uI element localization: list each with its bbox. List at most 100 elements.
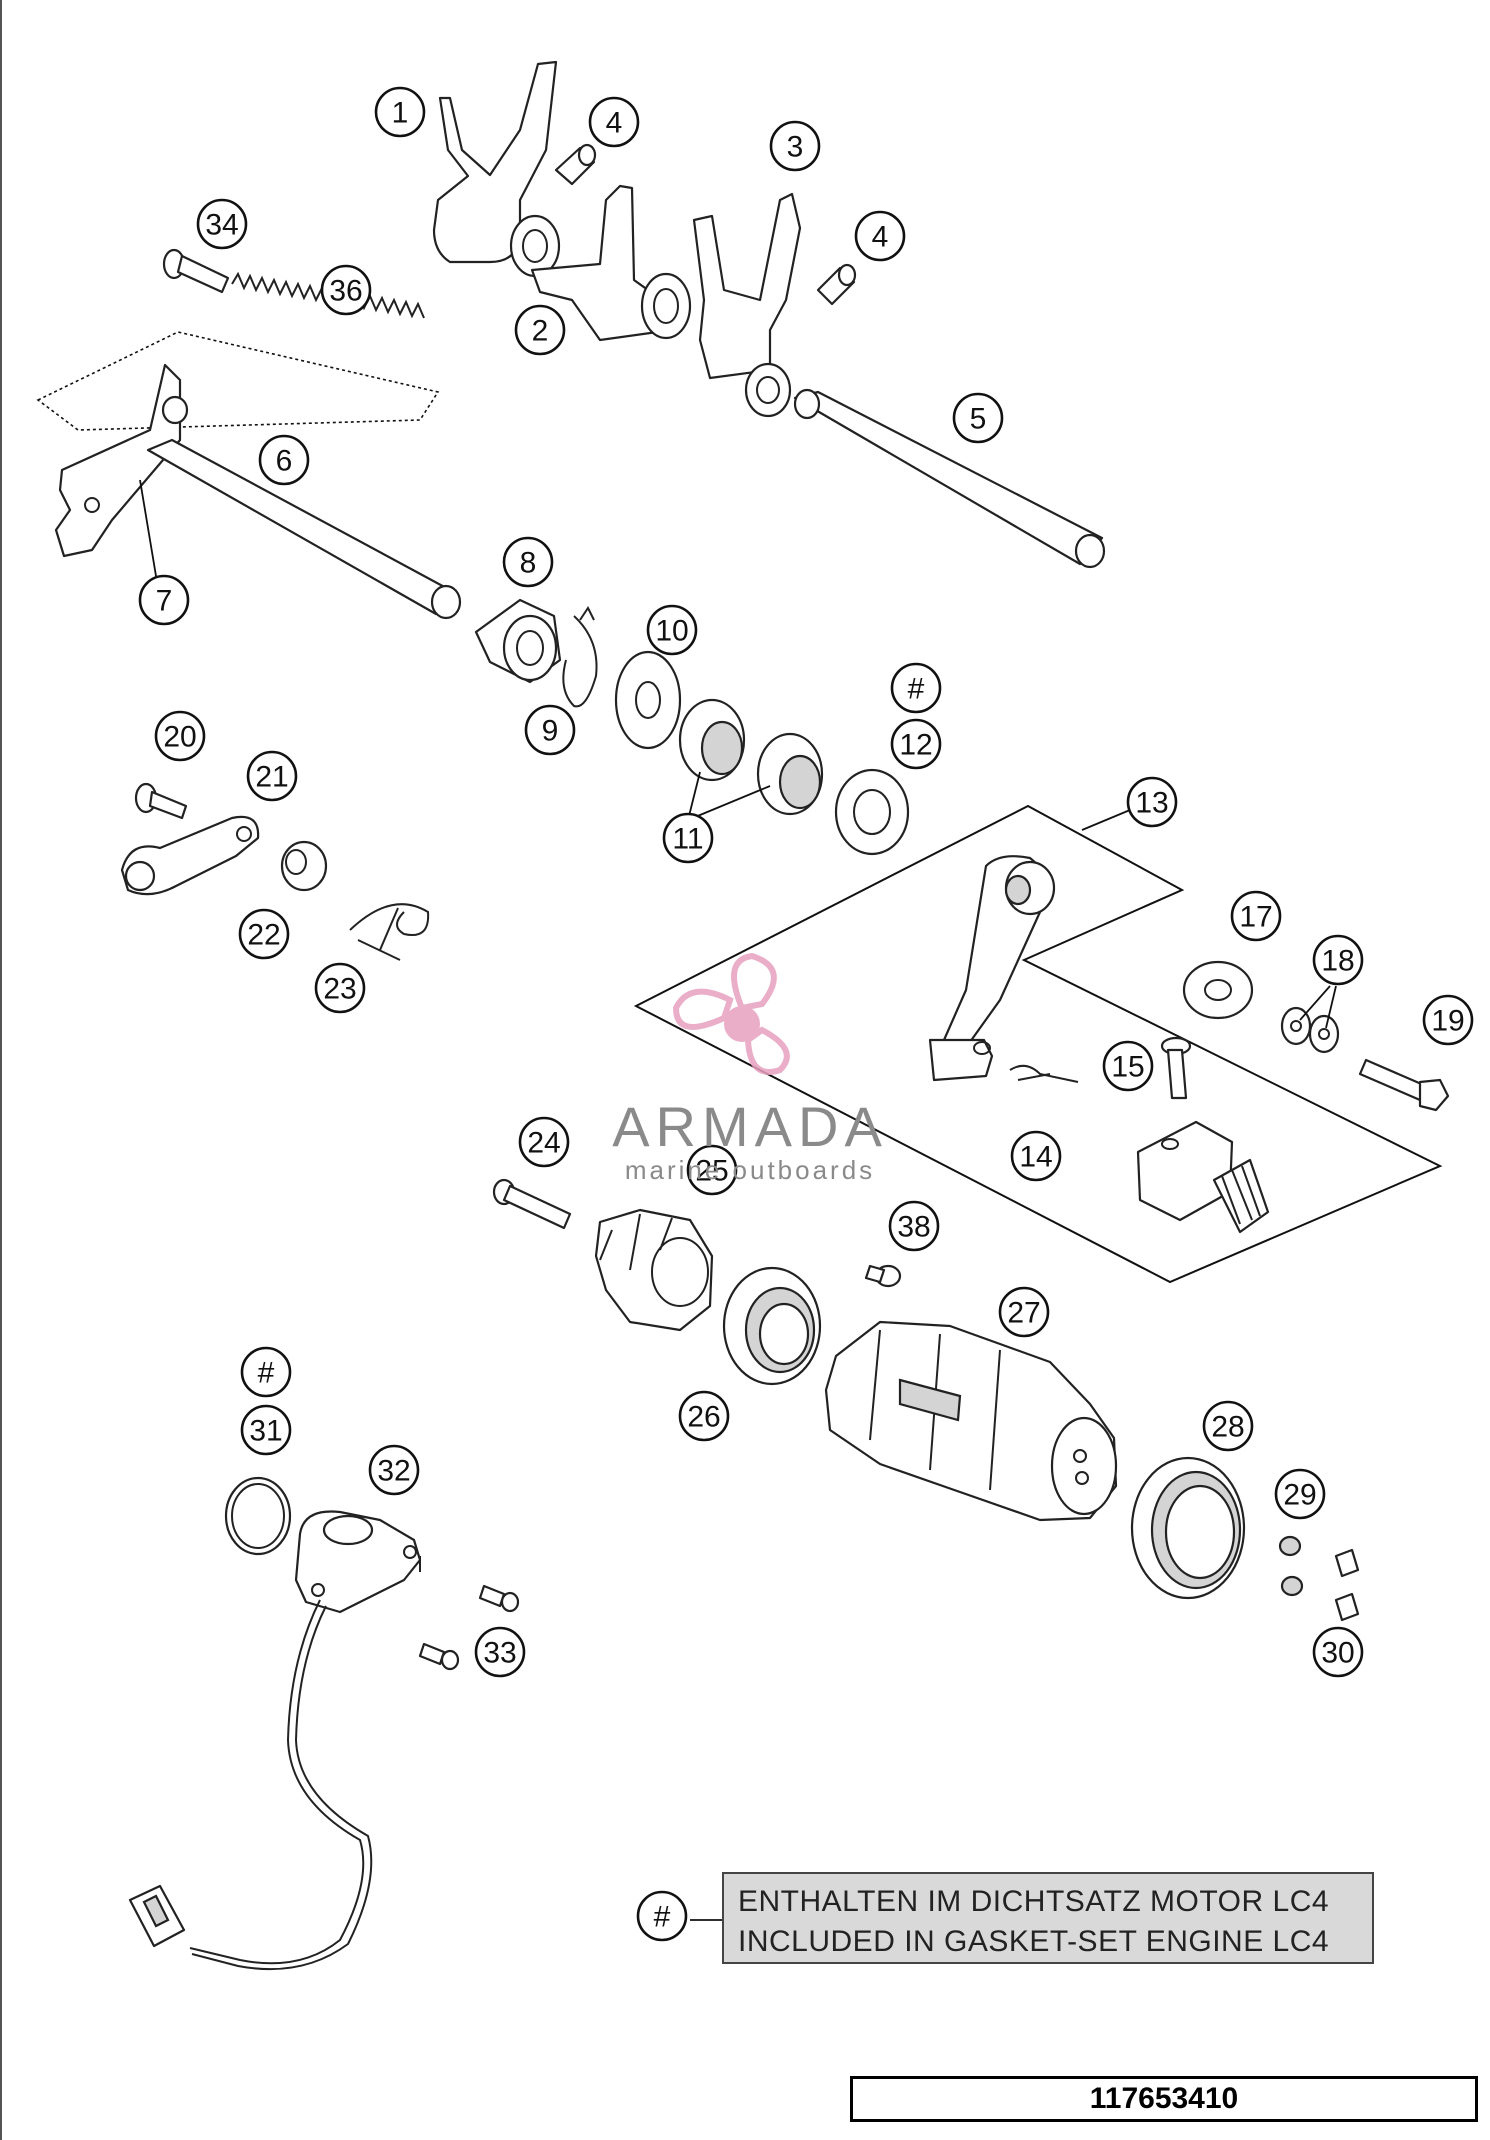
pin-15 [1160,1036,1192,1100]
washer-17 [1182,960,1254,1020]
callout-number: 29 [1283,1479,1316,1512]
callout-circle [368,1444,420,1496]
callout-number: 19 [1431,1005,1464,1038]
gear-position-sensor-32 [128,1510,422,1971]
set-screw-29a [1278,1535,1302,1557]
shift-fork-1 [432,60,561,278]
callout-circle [1126,776,1178,828]
callout-24: 24 [518,1116,570,1168]
callout-circle [890,718,942,770]
reference-number: 117653410 [850,2076,1478,2122]
callout-15: 15 [1102,1040,1154,1092]
callout-number: 25 [695,1155,728,1188]
callout-circle [196,198,248,250]
shift-fork-3 [692,192,802,418]
callout-circle [1230,890,1282,942]
o-ring-31 [224,1476,292,1556]
callout-number: 1 [392,97,409,130]
set-screw-29b [1280,1575,1304,1597]
callout-circle [240,1404,292,1456]
callout-circle [588,96,640,148]
shift-shaft-6 [54,363,462,620]
callout-circle [320,264,372,316]
assembly-bracket-upper [36,331,440,431]
callout-circle [258,434,310,486]
pin-30b [1334,1592,1360,1622]
bearing-26 [722,1266,822,1386]
washer-10 [614,650,682,750]
callout-circle [1202,1400,1254,1452]
callout-number: 24 [527,1127,560,1160]
needle-bearing-11a [678,698,746,782]
callout-number: 3 [787,131,804,164]
callout-6: 6 [258,434,310,486]
callout-3: 3 [769,120,821,172]
needle-bearing-11b [756,732,824,816]
callout-circle [952,392,1004,444]
callout-4: 4 [588,96,640,148]
callout-circle [1274,1468,1326,1520]
callout-circle [1010,1130,1062,1182]
callout-circle [1312,934,1364,986]
callout-number: 18 [1321,945,1354,978]
locking-lever-21 [120,815,260,896]
callout-number: 31 [249,1415,282,1448]
callout-8: 8 [502,536,554,588]
callout-number: 21 [255,761,288,794]
callout-number: 10 [655,615,688,648]
shift-drum-locating-25 [594,1208,714,1332]
shift-housing-16 [1136,1120,1270,1234]
watermark-tagline: marine outboards [624,1155,876,1185]
screw-33a [478,1584,520,1613]
lever-spring-23 [349,903,430,961]
callout-circle [138,574,190,626]
fork-shaft-5 [793,388,1106,569]
callout-38: 38 [888,1200,940,1252]
callout-circle [646,604,698,656]
callout-32: 32 [368,1444,420,1496]
assembly-frame-13 [633,804,1443,1284]
callout-circle [518,1116,570,1168]
callout-number: 14 [1019,1141,1052,1174]
callout-number: 20 [163,721,196,754]
fork-pin-4b [816,263,857,306]
legend-symbol-callout: # [636,1890,688,1942]
callout-circle [374,86,426,138]
callout-5: 5 [952,392,1004,444]
legend-line-en: INCLUDED IN GASKET-SET ENGINE LC4 [738,1925,1330,1958]
screw-38 [864,1264,902,1288]
callout-10: 10 [646,604,698,656]
callout-number: # [654,1901,671,1934]
callout-13: 13 [1126,776,1178,828]
callout-9: 9 [524,704,576,756]
callout-34: 34 [196,198,248,250]
shift-fork-2 [530,184,692,342]
callout-labels: 12344567891011#1213141517181920212223242… [138,86,1474,1942]
watermark-name: ARMADA [612,1095,888,1158]
callout-circle [678,1390,730,1442]
callout-26: 26 [678,1390,730,1442]
callout-circle [686,1144,738,1196]
roller-22 [280,840,328,892]
callout-circle [246,750,298,802]
callout-14: 14 [1010,1130,1062,1182]
callout-number: 34 [205,209,238,242]
bolt-19 [1358,1058,1450,1112]
callout-number: 36 [329,275,362,308]
callout-circle [514,304,566,356]
callout-33: 33 [474,1626,526,1678]
pin-30a [1334,1548,1360,1578]
callout-circle [854,210,906,262]
callout-number: 26 [687,1401,720,1434]
callout-number: 15 [1111,1051,1144,1084]
callout-27: 27 [998,1286,1050,1338]
callout-2: 2 [514,304,566,356]
callout-number: 7 [156,585,173,618]
callout-number: 4 [606,107,623,140]
callout-number: 12 [899,729,932,762]
callout-number: 27 [1007,1297,1040,1330]
callout-number: 38 [897,1211,930,1244]
callout-number: 5 [970,403,987,436]
callout-23: 23 [314,962,366,1014]
